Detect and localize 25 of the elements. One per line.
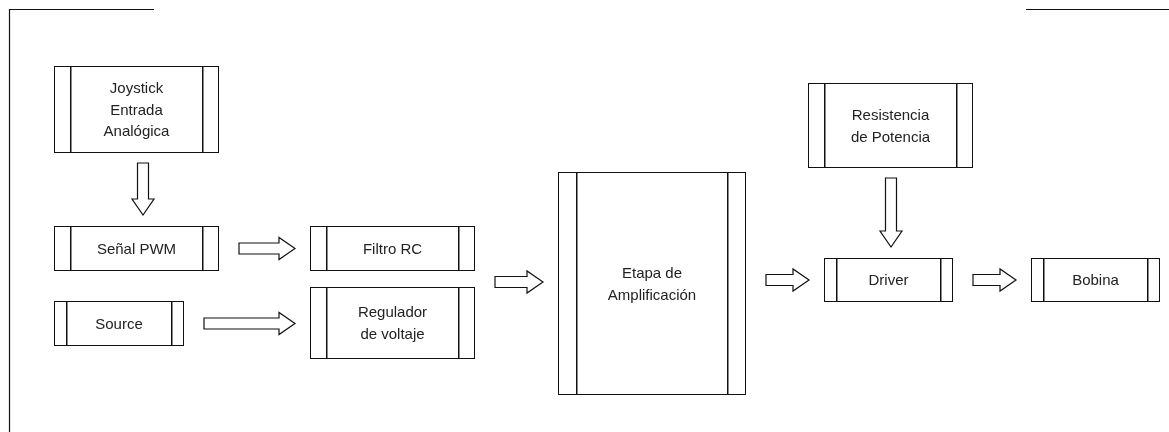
process-box	[54, 301, 184, 346]
box-label: Joystick Entrada Analógica	[102, 77, 171, 142]
box-label: Regulador de voltaje	[356, 302, 429, 344]
block-arrow	[130, 162, 156, 217]
box-label: Filtro RC	[362, 238, 423, 259]
process-box	[310, 287, 475, 359]
box-label: Etapa de Amplificación	[607, 262, 697, 305]
box-label: Bobina	[1072, 270, 1119, 291]
process-box	[808, 83, 973, 168]
box-label: Señal PWM	[96, 238, 177, 259]
process-box	[310, 226, 475, 271]
process-box	[824, 258, 953, 302]
block-arrow	[878, 177, 904, 249]
process-box	[54, 66, 219, 153]
process-box	[54, 226, 219, 271]
box-label: Driver	[868, 270, 909, 291]
block-arrow	[238, 236, 297, 261]
box-label: Resistencia de Potencia	[849, 104, 932, 147]
box-label: Source	[95, 313, 143, 334]
process-box	[1031, 258, 1160, 302]
process-box	[558, 172, 746, 395]
block-arrow	[972, 267, 1018, 293]
block-arrow	[203, 311, 297, 336]
block-arrow	[494, 269, 545, 295]
block-arrow	[765, 267, 811, 293]
